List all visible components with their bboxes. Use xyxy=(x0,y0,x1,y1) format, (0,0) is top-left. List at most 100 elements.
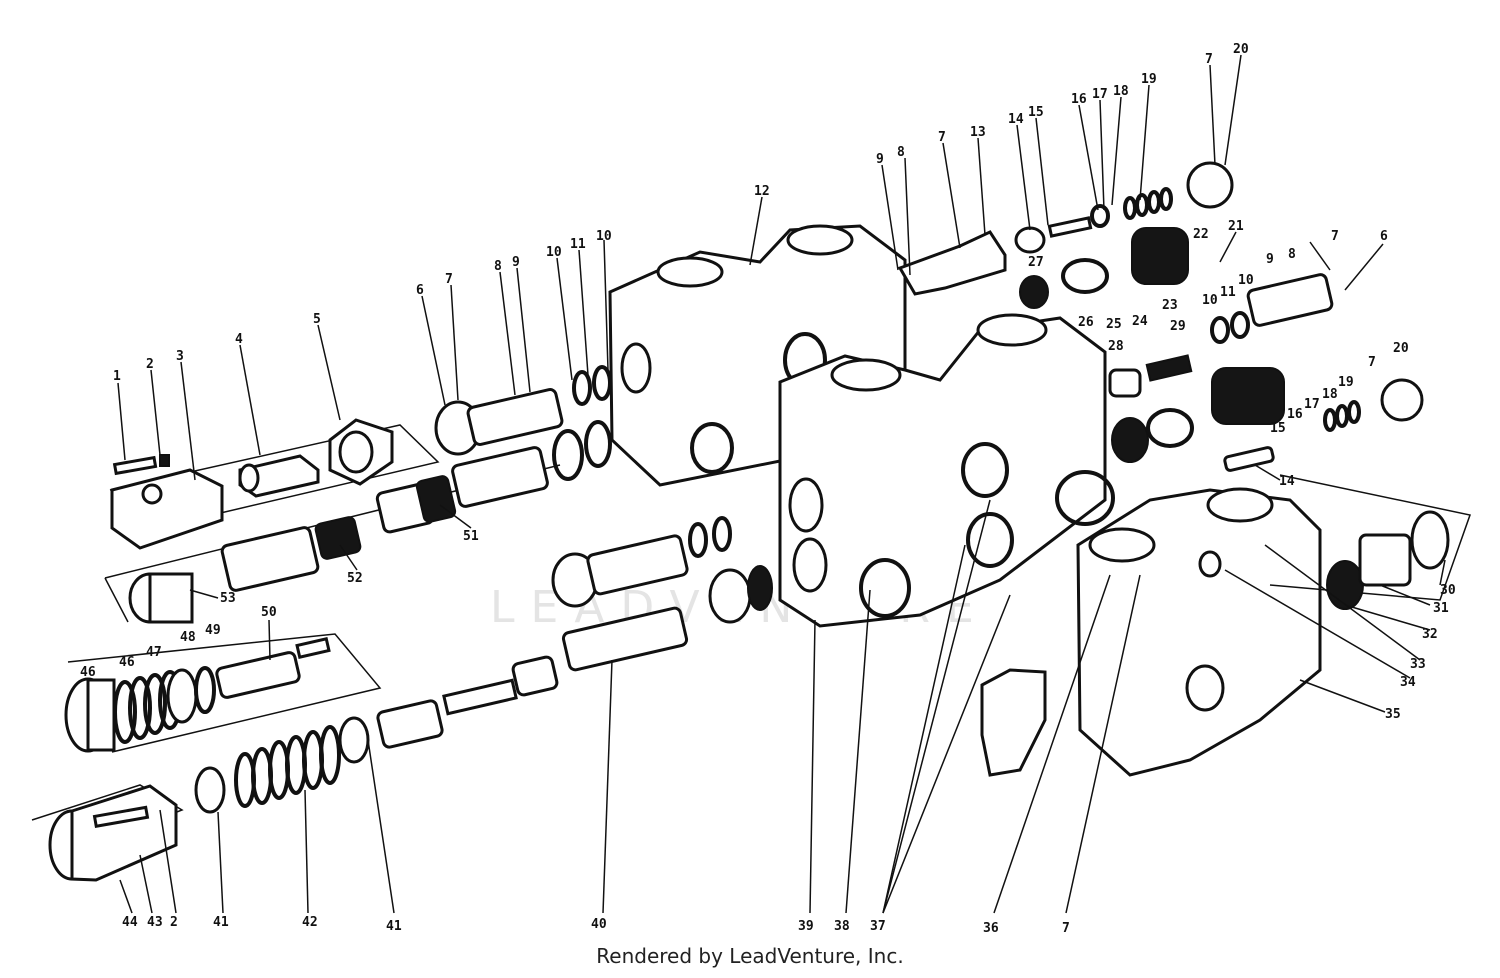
callout-31: 31 xyxy=(1433,601,1449,616)
plug-group-left xyxy=(434,365,773,624)
callout-2: 2 xyxy=(146,357,154,372)
front-oring-3 xyxy=(1055,470,1115,526)
callout-9: 9 xyxy=(512,255,520,270)
callout-40: 40 xyxy=(591,917,607,932)
plug-body xyxy=(466,388,564,446)
footer-credit: Rendered by LeadVenture, Inc. xyxy=(596,944,904,968)
callout-16: 16 xyxy=(1071,92,1087,107)
callout-17: 17 xyxy=(1092,87,1108,102)
rear-side-port xyxy=(620,342,652,394)
relief-seal-lower xyxy=(1211,367,1285,425)
callout-6b: 6 xyxy=(1380,229,1388,244)
callout-39: 39 xyxy=(798,919,814,934)
spring-long xyxy=(234,725,341,808)
callout-30: 30 xyxy=(1440,583,1456,598)
bracket-part xyxy=(110,468,224,550)
callout-8: 8 xyxy=(494,259,502,274)
relief-spring-group xyxy=(64,633,382,753)
long-spool-shaft xyxy=(442,678,518,716)
callout-52: 52 xyxy=(347,571,363,586)
rear-port-1 xyxy=(656,256,724,288)
callout-11: 11 xyxy=(570,237,586,252)
nut-part xyxy=(159,454,170,467)
callout-7b: 7 xyxy=(938,130,946,145)
relief-oring-a xyxy=(1061,258,1109,294)
relief-seat-lower xyxy=(1111,417,1149,463)
callout-8c: 8 xyxy=(1288,247,1296,262)
spool-end xyxy=(451,446,549,508)
callout-20b: 20 xyxy=(1393,341,1409,356)
callout-15: 15 xyxy=(1028,105,1044,120)
callout-20: 20 xyxy=(1233,42,1249,57)
callout-18b: 18 xyxy=(1322,387,1338,402)
spring-seat xyxy=(194,766,226,814)
callout-16b: 16 xyxy=(1287,407,1303,422)
inlet-plug-1 xyxy=(1088,527,1156,563)
bracket-hole xyxy=(141,483,163,505)
callout-43: 43 xyxy=(147,915,163,930)
callout-10c: 10 xyxy=(1238,273,1254,288)
oring-2 xyxy=(592,365,612,401)
callout-41b: 41 xyxy=(386,919,402,934)
callout-10b: 10 xyxy=(596,229,612,244)
seat-lower xyxy=(708,568,752,624)
front-side-port-2 xyxy=(792,537,828,593)
cartridge-cap xyxy=(1410,510,1450,570)
bolt-part xyxy=(112,455,158,476)
callout-5: 5 xyxy=(313,312,321,327)
callout-19: 19 xyxy=(1141,72,1157,87)
callout-4: 4 xyxy=(235,332,243,347)
washer-part xyxy=(166,668,198,724)
callout-7c: 7 xyxy=(1205,52,1213,67)
relief-seal-upper xyxy=(1131,227,1189,285)
long-spool-body xyxy=(561,606,689,672)
relief-spring-small xyxy=(1145,354,1193,382)
front-side-port-1 xyxy=(788,477,824,533)
relief-valve-lower xyxy=(1108,273,1424,472)
callout-29: 29 xyxy=(1170,319,1186,334)
callout-1: 1 xyxy=(113,369,121,384)
housing-body xyxy=(70,784,178,882)
spool-seal xyxy=(314,516,362,560)
callout-25: 25 xyxy=(1106,317,1122,332)
relief-spring-upper xyxy=(1123,187,1173,220)
callout-9b: 9 xyxy=(876,152,884,167)
callout-53: 53 xyxy=(220,591,236,606)
spool-land-dark xyxy=(415,475,457,523)
callout-19b: 19 xyxy=(1338,375,1354,390)
callout-42: 42 xyxy=(302,915,318,930)
inlet-port xyxy=(1185,664,1225,712)
relief-oring-c xyxy=(1210,316,1230,344)
long-spool-land xyxy=(511,655,559,697)
callout-3: 3 xyxy=(176,349,184,364)
long-spool-end xyxy=(376,699,444,749)
oring-1 xyxy=(572,370,592,406)
callout-28: 28 xyxy=(1108,339,1124,354)
callout-50: 50 xyxy=(261,605,277,620)
relief-body-upper xyxy=(897,230,1007,296)
callout-14b: 14 xyxy=(1279,474,1295,489)
callout-36: 36 xyxy=(983,921,999,936)
callout-47: 47 xyxy=(146,645,162,660)
callout-33: 33 xyxy=(1410,657,1426,672)
callout-51: 51 xyxy=(463,529,479,544)
callout-46b: 46 xyxy=(80,665,96,680)
callout-17b: 17 xyxy=(1304,397,1320,412)
inlet-section xyxy=(980,487,1322,777)
relief-plunger xyxy=(1108,368,1142,398)
callout-44: 44 xyxy=(122,915,138,930)
callout-21: 21 xyxy=(1228,219,1244,234)
callout-23: 23 xyxy=(1162,298,1178,313)
callout-11b: 11 xyxy=(1220,285,1236,300)
front-oring-1 xyxy=(961,442,1009,498)
callout-14: 14 xyxy=(1008,112,1024,127)
callout-41: 41 xyxy=(213,915,229,930)
front-port-1 xyxy=(830,358,902,392)
callout-labels: 1 2 3 4 5 6 7 8 9 10 11 10 12 9 8 7 13 1… xyxy=(80,42,1456,936)
callout-24: 24 xyxy=(1132,314,1148,329)
callout-7f: 7 xyxy=(1062,921,1070,936)
oring-3 xyxy=(688,522,708,558)
relief-poppet xyxy=(1223,446,1275,472)
spring-seat-2 xyxy=(338,716,370,764)
